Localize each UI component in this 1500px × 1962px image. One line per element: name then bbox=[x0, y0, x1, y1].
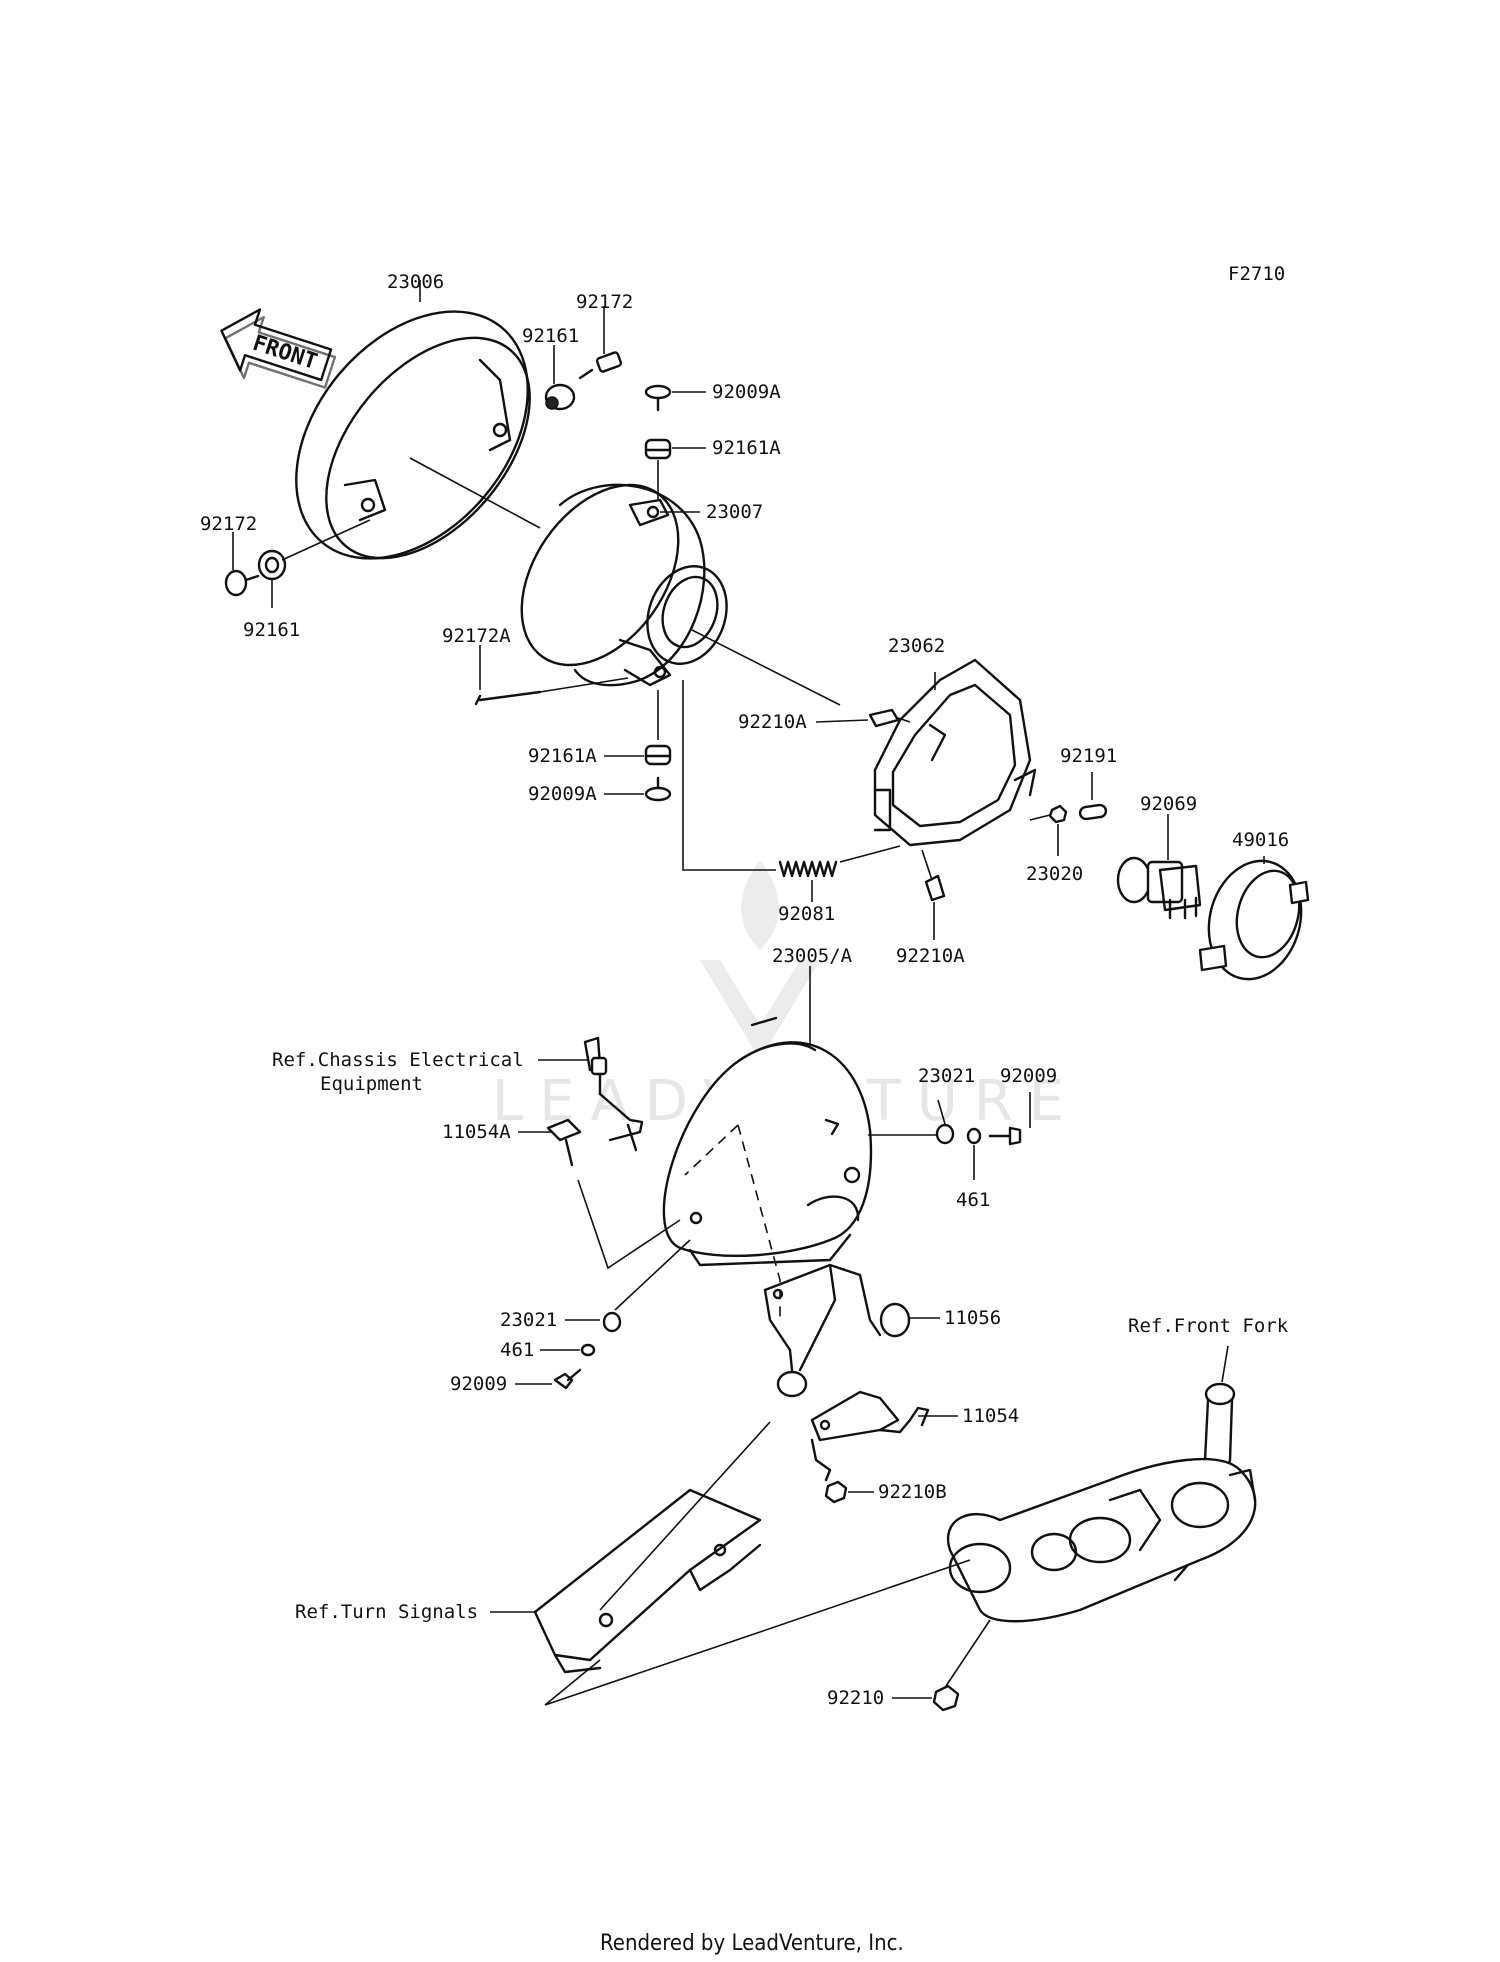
label-461-left: 461 bbox=[500, 1339, 534, 1361]
leader-cowl-left bbox=[614, 1239, 691, 1311]
screw-92172-top bbox=[578, 351, 623, 380]
label-92210A-top: 92210A bbox=[738, 711, 807, 733]
label-92172-left: 92172 bbox=[200, 513, 257, 535]
label-23005A: 23005/A bbox=[772, 945, 853, 967]
bulb-92069 bbox=[1116, 856, 1202, 920]
bracket-11056 bbox=[763, 1263, 911, 1398]
label-92172-top: 92172 bbox=[576, 291, 633, 313]
leader-clip-frame bbox=[897, 717, 911, 723]
grommet-92161A-bottom bbox=[644, 744, 672, 766]
clip-92210A-top bbox=[868, 708, 900, 728]
label-92161-left: 92161 bbox=[243, 619, 300, 641]
ref-chassis-line1: Ref.Chassis Electrical bbox=[272, 1049, 524, 1071]
label-23020: 23020 bbox=[1026, 863, 1083, 885]
label-92081: 92081 bbox=[778, 903, 835, 925]
label-11056: 11056 bbox=[944, 1307, 1001, 1329]
label-92172A: 92172A bbox=[442, 625, 511, 647]
nut-92210B bbox=[824, 1480, 848, 1504]
label-23021-right: 23021 bbox=[918, 1065, 975, 1087]
watermark-logo-icon bbox=[700, 860, 820, 1060]
dashed-cowl-center bbox=[737, 1124, 781, 1320]
connector-ref-chassis bbox=[583, 1036, 644, 1142]
bracket-11054A bbox=[546, 1118, 638, 1167]
fork-bracket-ref bbox=[946, 1382, 1257, 1623]
leader-adjuster-path bbox=[682, 680, 776, 871]
label-92210B: 92210B bbox=[878, 1481, 947, 1503]
collar-23021-left bbox=[602, 1311, 622, 1333]
front-arrow-icon: FRONT bbox=[220, 308, 337, 389]
label-23007: 23007 bbox=[706, 501, 763, 523]
bolt-92009A-bottom bbox=[644, 776, 672, 802]
label-11054: 11054 bbox=[962, 1405, 1019, 1427]
label-92069: 92069 bbox=[1140, 793, 1197, 815]
dashed-cowl-left bbox=[684, 1124, 739, 1176]
label-92210A-bottom: 92210A bbox=[896, 945, 965, 967]
ref-chassis-line2: Equipment bbox=[320, 1073, 423, 1095]
leader-housing-adjuster bbox=[691, 629, 841, 706]
lens-frame-23062 bbox=[873, 658, 1037, 847]
leader-92210A-top bbox=[815, 719, 869, 723]
bulb-cap-49016 bbox=[1198, 859, 1310, 981]
headlight-cowl-23005A bbox=[662, 1016, 873, 1267]
ref-front-fork: Ref.Front Fork bbox=[1128, 1315, 1289, 1337]
leader-left-rim bbox=[281, 519, 371, 561]
label-23062: 23062 bbox=[888, 635, 945, 657]
leader-turn-right bbox=[544, 1631, 761, 1706]
leader-23021-right bbox=[937, 1099, 946, 1125]
label-92009-right: 92009 bbox=[1000, 1065, 1057, 1087]
label-92009A-top: 92009A bbox=[712, 381, 781, 403]
label-11054A: 11054A bbox=[442, 1121, 511, 1143]
leader-nut-frame bbox=[1029, 814, 1051, 821]
screw-92172-left bbox=[224, 569, 260, 597]
label-49016: 49016 bbox=[1232, 829, 1289, 851]
label-92161A-bottom: 92161A bbox=[528, 745, 597, 767]
leader-fork-bracket bbox=[759, 1559, 971, 1633]
nut-23020 bbox=[1048, 804, 1068, 824]
spring-92081 bbox=[778, 860, 838, 878]
label-461-right: 461 bbox=[956, 1189, 990, 1211]
leader-ref-front-fork bbox=[1221, 1345, 1229, 1383]
bracket-11054 bbox=[810, 1390, 930, 1482]
grommet-92161-top bbox=[544, 383, 576, 411]
headlight-housing-23007 bbox=[520, 483, 728, 687]
leader-nut-fork bbox=[945, 1619, 991, 1687]
label-92161-top: 92161 bbox=[522, 325, 579, 347]
label-23006: 23006 bbox=[387, 271, 444, 293]
collar-23021-right bbox=[935, 1123, 955, 1145]
label-92009A-bottom: 92009A bbox=[528, 783, 597, 805]
washer-461-right bbox=[966, 1127, 982, 1145]
clip-92210A-bottom bbox=[924, 874, 946, 902]
label-23021-left: 23021 bbox=[500, 1309, 557, 1331]
turn-signal-bracket-ref bbox=[533, 1488, 762, 1674]
grommet-92161A-top bbox=[644, 438, 672, 460]
bolt-92009-left bbox=[553, 1368, 582, 1390]
label-92210: 92210 bbox=[827, 1687, 884, 1709]
label-92161A-top: 92161A bbox=[712, 437, 781, 459]
leader-rim-housing bbox=[409, 457, 541, 529]
bolt-92009-right bbox=[988, 1126, 1022, 1146]
pin-92191 bbox=[1078, 803, 1108, 821]
diagram-code: F2710 bbox=[1228, 263, 1285, 285]
washer-461-left bbox=[580, 1343, 596, 1357]
nut-92210 bbox=[932, 1684, 960, 1712]
leader-bracket-cowl bbox=[577, 1179, 681, 1270]
leader-turn-bracket bbox=[599, 1421, 771, 1611]
leader-spring-mount bbox=[839, 845, 901, 863]
grommet-92161-left bbox=[257, 549, 287, 581]
ref-turn-signals: Ref.Turn Signals bbox=[295, 1601, 478, 1623]
bolt-92009A-top bbox=[644, 384, 672, 412]
footer-credit: Rendered by LeadVenture, Inc. bbox=[600, 1931, 904, 1956]
label-92009-left: 92009 bbox=[450, 1373, 507, 1395]
headlight-rim-23006 bbox=[295, 310, 531, 560]
leader-92172A-axis bbox=[539, 677, 629, 693]
leader-turn-left bbox=[544, 1659, 601, 1706]
screw-92172A bbox=[474, 690, 542, 706]
label-92191: 92191 bbox=[1060, 745, 1117, 767]
leader-clip-bottom bbox=[921, 849, 933, 881]
